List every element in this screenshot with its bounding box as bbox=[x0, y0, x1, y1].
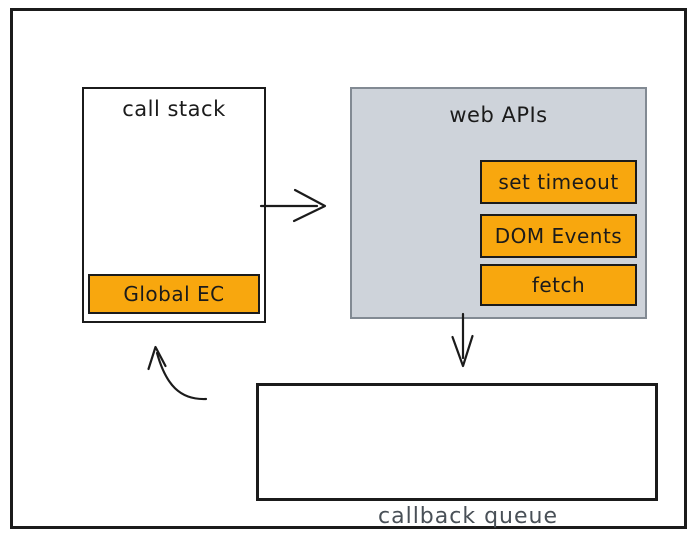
outer-frame: call stack Global EC web APIs set timeou… bbox=[10, 8, 687, 529]
web-apis-title: web APIs bbox=[449, 103, 548, 127]
call-stack-title: call stack bbox=[122, 97, 226, 121]
dom-events-chip: DOM Events bbox=[480, 214, 637, 258]
set-timeout-chip: set timeout bbox=[480, 160, 637, 204]
callback-queue-title: callback queue bbox=[378, 504, 558, 529]
call-stack-box: call stack Global EC bbox=[82, 87, 266, 323]
web-apis-box: web APIs set timeout DOM Events fetch bbox=[350, 87, 647, 319]
callback-queue-box bbox=[256, 383, 658, 501]
global-ec-chip: Global EC bbox=[88, 274, 260, 314]
fetch-chip: fetch bbox=[480, 264, 637, 306]
